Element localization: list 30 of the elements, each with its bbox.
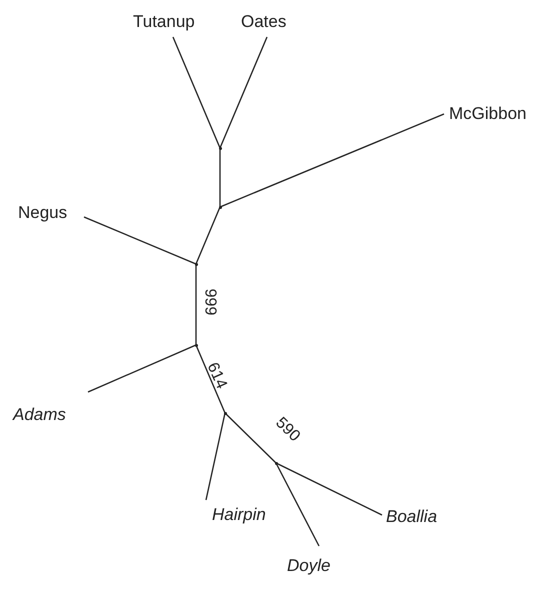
tree-branch	[276, 462, 382, 516]
tree-branch	[219, 148, 221, 207]
tree-branch	[275, 462, 320, 546]
tree-branch	[205, 412, 226, 500]
branch-node	[194, 344, 198, 346]
taxon-label: Negus	[18, 203, 68, 223]
taxon-label: Tutanup	[133, 12, 195, 32]
bootstrap-value: 590	[271, 414, 303, 446]
branch-node	[274, 462, 278, 464]
tree-branch	[219, 36, 268, 148]
taxon-label: Adams	[13, 405, 66, 425]
taxon-label: McGibbon	[449, 104, 526, 124]
branch-node	[194, 262, 198, 266]
tree-branch	[88, 344, 196, 393]
tree-branch	[84, 216, 196, 265]
tree-branch	[195, 206, 221, 264]
tree-branch	[172, 36, 221, 148]
branch-node	[224, 412, 226, 414]
tree-branch	[220, 113, 444, 208]
bootstrap-value: 999	[200, 288, 218, 316]
tree-branch	[224, 412, 276, 464]
branch-node	[218, 206, 222, 208]
tree-branch	[195, 264, 197, 345]
tree-branch	[195, 344, 226, 414]
taxon-label: Doyle	[287, 556, 330, 576]
taxon-label: Oates	[241, 12, 286, 32]
taxon-label: Boallia	[386, 507, 438, 527]
taxon-label: Hairpin	[212, 505, 266, 525]
bootstrap-value: 614	[202, 360, 230, 392]
branch-node	[218, 146, 222, 150]
